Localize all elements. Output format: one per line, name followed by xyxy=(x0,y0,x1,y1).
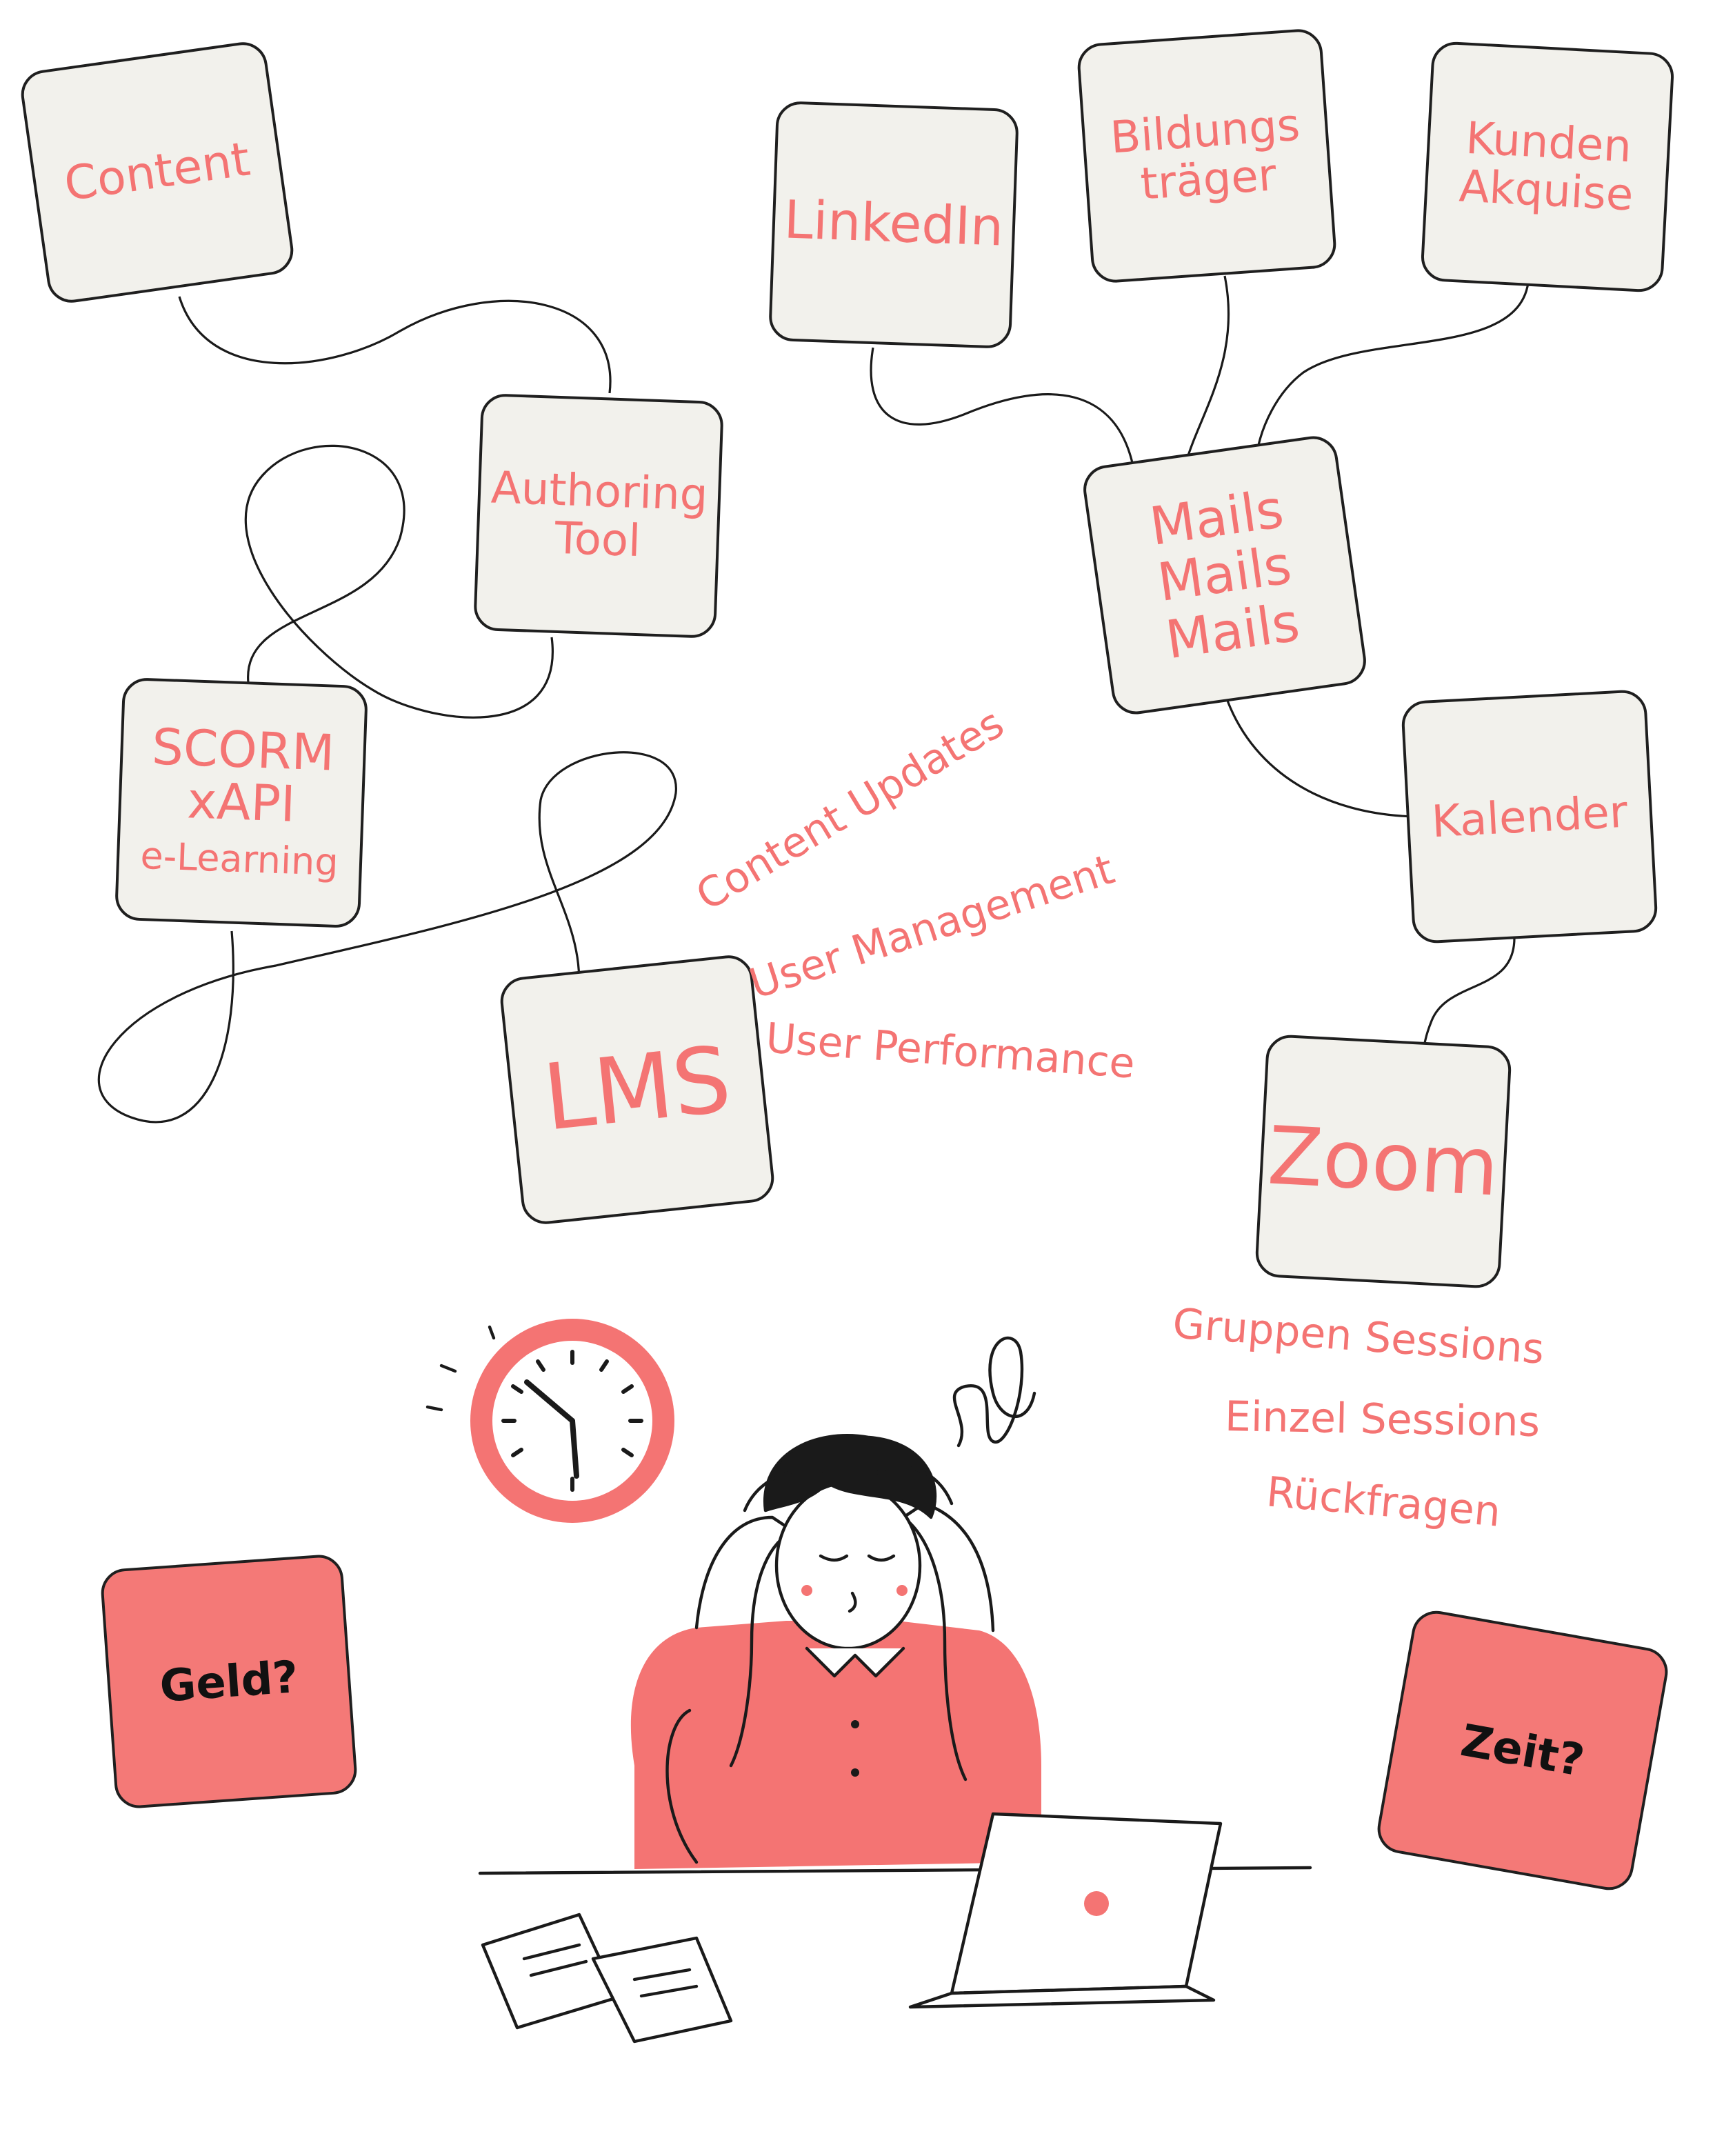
authoring-tool-node[interactable]: Authoring Tool xyxy=(473,393,724,639)
kalender-node[interactable]: Kalender xyxy=(1401,689,1658,944)
papers-icon xyxy=(483,1915,731,2042)
connector-content-authoring xyxy=(179,297,610,393)
connector-mails-kalender xyxy=(1227,701,1414,817)
geld-question-label: Geld? xyxy=(158,1650,300,1713)
bildungstraeger-label: Bildungs träger xyxy=(1109,101,1305,210)
scorm-sublabel: e-Learning xyxy=(140,837,339,884)
zoom-node[interactable]: Zoom xyxy=(1254,1034,1512,1289)
linkedin-node[interactable]: LinkedIn xyxy=(768,101,1019,349)
kalender-label: Kalender xyxy=(1430,788,1628,846)
content-node-label: Content xyxy=(61,134,253,210)
mails-node[interactable]: Mails Mails Mails xyxy=(1080,433,1369,717)
connector-linkedin-mails xyxy=(871,348,1134,469)
linkedin-label: LinkedIn xyxy=(783,192,1004,257)
zeit-question-label: Zeit? xyxy=(1457,1714,1588,1787)
bildungstraeger-node[interactable]: Bildungs träger xyxy=(1076,28,1337,284)
scribble-icon xyxy=(954,1338,1034,1446)
lms-label: LMS xyxy=(539,1031,736,1148)
authoring-tool-label: Authoring Tool xyxy=(488,464,708,567)
lms-node[interactable]: LMS xyxy=(498,953,776,1226)
connector-bildungs-mails xyxy=(1186,276,1229,462)
geld-question-box[interactable]: Geld? xyxy=(99,1553,358,1810)
connector-kalender-zoom xyxy=(1425,938,1514,1043)
scorm-label: SCORM xAPI xyxy=(149,722,335,836)
scorm-node[interactable]: SCORM xAPI e-Learning xyxy=(114,677,368,928)
content-node[interactable]: Content xyxy=(18,39,297,306)
stressed-person-illustration xyxy=(414,1310,1352,2083)
clock-icon xyxy=(428,1319,674,1523)
kunden-akquise-label: Kunden Akquise xyxy=(1458,114,1636,219)
connector-kunden-mails xyxy=(1258,283,1528,448)
mails-label: Mails Mails Mails xyxy=(1147,482,1303,669)
zoom-label: Zoom xyxy=(1266,1112,1501,1211)
kunden-akquise-node[interactable]: Kunden Akquise xyxy=(1420,41,1675,293)
zeit-question-box[interactable]: Zeit? xyxy=(1374,1607,1672,1894)
